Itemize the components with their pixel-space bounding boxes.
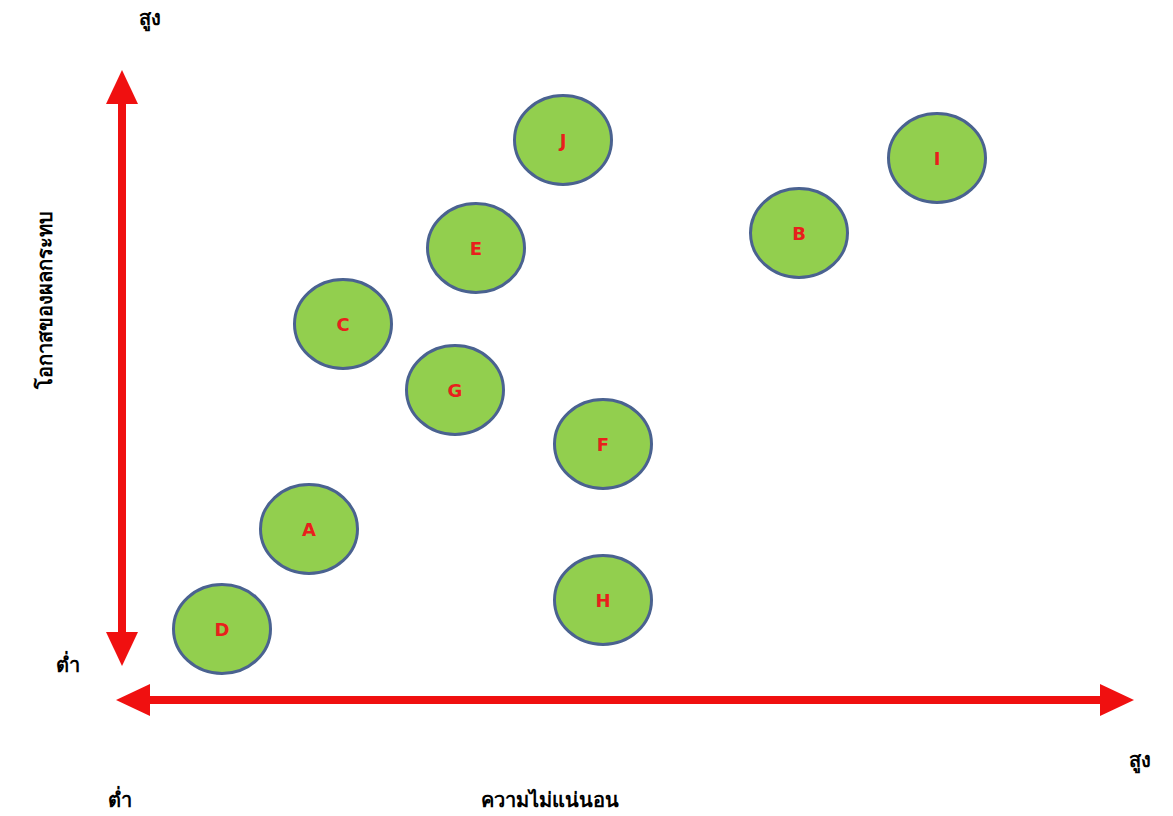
risk-circle: J [513,94,613,186]
risk-circle: D [172,583,272,675]
risk-circle: G [405,344,505,436]
risk-circle: F [553,398,653,490]
arrow-head [106,70,138,104]
axis-label: ต่ำ [56,653,80,677]
risk-circle: C [293,278,393,370]
arrow-head [106,632,138,666]
axis-title: โอกาสของผลกระทบ [33,211,57,389]
arrow-head [116,684,150,716]
arrow-head [1100,684,1134,716]
node-letter: I [887,112,987,204]
node-letter: B [749,187,849,279]
x-axis-line [148,696,1104,704]
axis-label: ต่ำ [108,788,132,812]
node-letter: D [172,583,272,675]
axis-label: ความไม่แน่นอน [481,788,619,812]
y-axis-arrow [106,70,138,666]
node-letter: E [426,202,526,294]
risk-circle: A [259,483,359,575]
risk-circle: H [553,554,653,646]
node-letter: H [553,554,653,646]
node-letter: F [553,398,653,490]
x-axis-arrow [116,684,1134,716]
risk-circle: E [426,202,526,294]
y-axis-line [118,100,126,638]
axis-label: สูง [1129,748,1151,772]
node-letter: A [259,483,359,575]
risk-circle: B [749,187,849,279]
node-letter: G [405,344,505,436]
node-letter: J [513,94,613,186]
axis-label: สูง [139,6,161,30]
risk-circle: I [887,112,987,204]
node-letter: C [293,278,393,370]
